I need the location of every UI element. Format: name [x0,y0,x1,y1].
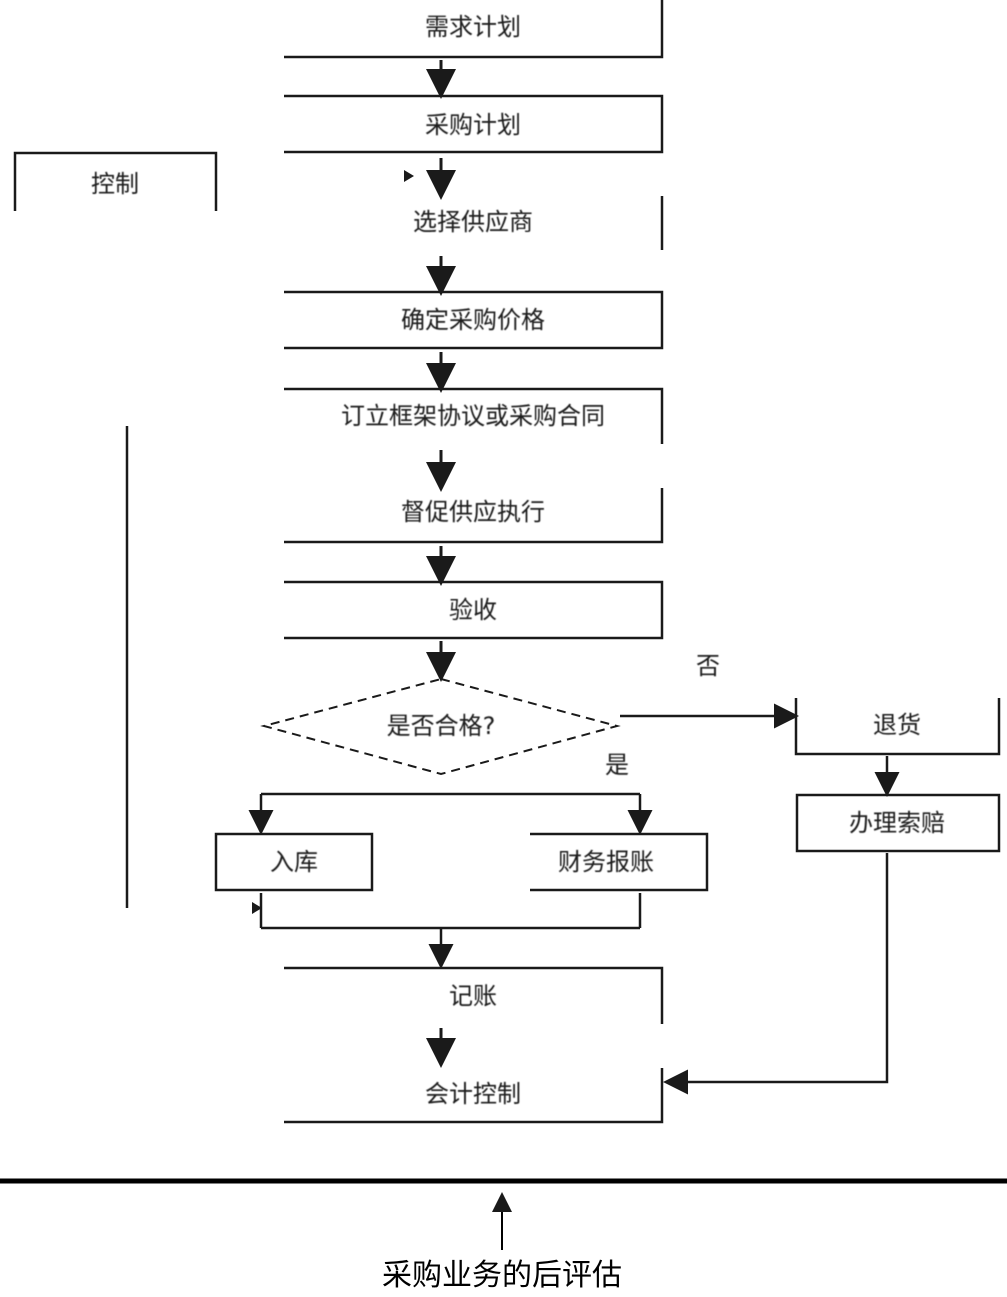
accept-box-2: 财务报账 [530,832,709,892]
step-label-8: 记账 [449,982,497,1010]
branch-no-label: 否 [696,652,720,680]
accept-label-1: 入库 [270,848,318,876]
step-box-9: 会计控制 [284,1068,664,1124]
step-label-2: 采购计划 [425,111,521,139]
step-label-1: 需求计划 [425,13,521,41]
step-box-6: 督促供应执行 [284,488,664,544]
reject-box-2: 办理索赔 [795,793,1001,853]
reject-box-1: 退货 [794,698,1001,756]
step-label-9: 会计控制 [425,1080,521,1108]
reject-label-1: 退货 [873,711,921,739]
branch-yes-label: 是 [605,751,629,779]
step-box-4: 确定采购价格 [284,290,664,350]
yes-branch-lines [248,792,653,835]
caption-text: 采购业务的后评估 [382,1258,622,1293]
step-box-2: 采购计划 [284,94,664,154]
decision-diamond: 是否合格? [260,677,621,776]
reject-label-2: 办理索赔 [849,809,945,837]
flow-marker-icon [404,170,414,182]
reject-return-arrow [663,853,889,1095]
step-box-1: 需求计划 [284,0,664,59]
accept-label-2: 财务报账 [558,848,654,876]
decision-label: 是否合格? [387,712,496,740]
step-label-6: 督促供应执行 [401,498,545,526]
step-label-7: 验收 [449,596,497,624]
step-label-3: 选择供应商 [413,208,533,236]
step-label-5: 订立框架协议或采购合同 [341,402,605,430]
merge-marker-icon [252,902,262,914]
step-label-4: 确定采购价格 [401,306,545,334]
side-control-box: 控制 [13,151,218,211]
step-box-7: 验收 [284,580,664,640]
step-box-3: 选择供应商 [413,196,664,250]
side-box-label: 控制 [91,170,139,198]
step-box-8: 记账 [284,966,664,1024]
merge-lines [259,893,642,969]
accept-box-1: 入库 [214,832,374,892]
step-box-5: 订立框架协议或采购合同 [284,387,664,444]
